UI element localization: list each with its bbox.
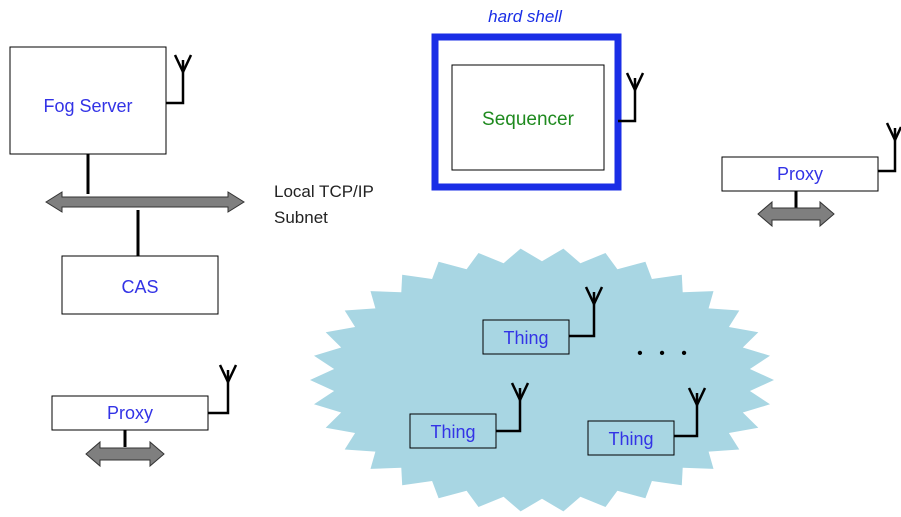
thing-label-3: Thing — [608, 429, 653, 449]
antenna-icon — [878, 122, 901, 173]
thing-box-3 — [587, 420, 675, 456]
proxy-right-label: Proxy — [777, 164, 823, 184]
sequencer-label: Sequencer — [482, 109, 575, 130]
proxy-left-label: Proxy — [107, 403, 153, 423]
antenna-icon — [208, 364, 238, 415]
fog-server-label: Fog Server — [43, 96, 132, 116]
cas-box — [61, 255, 219, 315]
proxy-right-box — [721, 156, 879, 192]
thing-box-2 — [409, 413, 497, 449]
antenna-icon — [618, 72, 645, 123]
thing-label-2: Thing — [430, 422, 475, 442]
sequencer-box — [451, 64, 605, 171]
antenna-icon — [496, 382, 530, 433]
thing-label-1: Thing — [503, 328, 548, 348]
antenna-icon — [674, 387, 707, 438]
subnet-bus-double-arrow-icon — [45, 191, 245, 213]
hard-shell-label: hard shell — [488, 7, 563, 26]
proxy-left-double-arrow-icon — [85, 440, 165, 468]
proxy-left-box — [51, 395, 209, 431]
subnet-label-line2: Subnet — [274, 208, 328, 227]
antenna-icon — [569, 286, 604, 338]
subnet-label-line1: Local TCP/IP — [274, 182, 374, 201]
fog-server-box — [9, 46, 167, 155]
more-things-ellipsis: • • • — [637, 345, 693, 362]
proxy-right-double-arrow-icon — [757, 200, 835, 228]
cas-label: CAS — [121, 277, 158, 297]
device-cloud — [310, 248, 774, 512]
antenna-icon — [166, 54, 193, 105]
